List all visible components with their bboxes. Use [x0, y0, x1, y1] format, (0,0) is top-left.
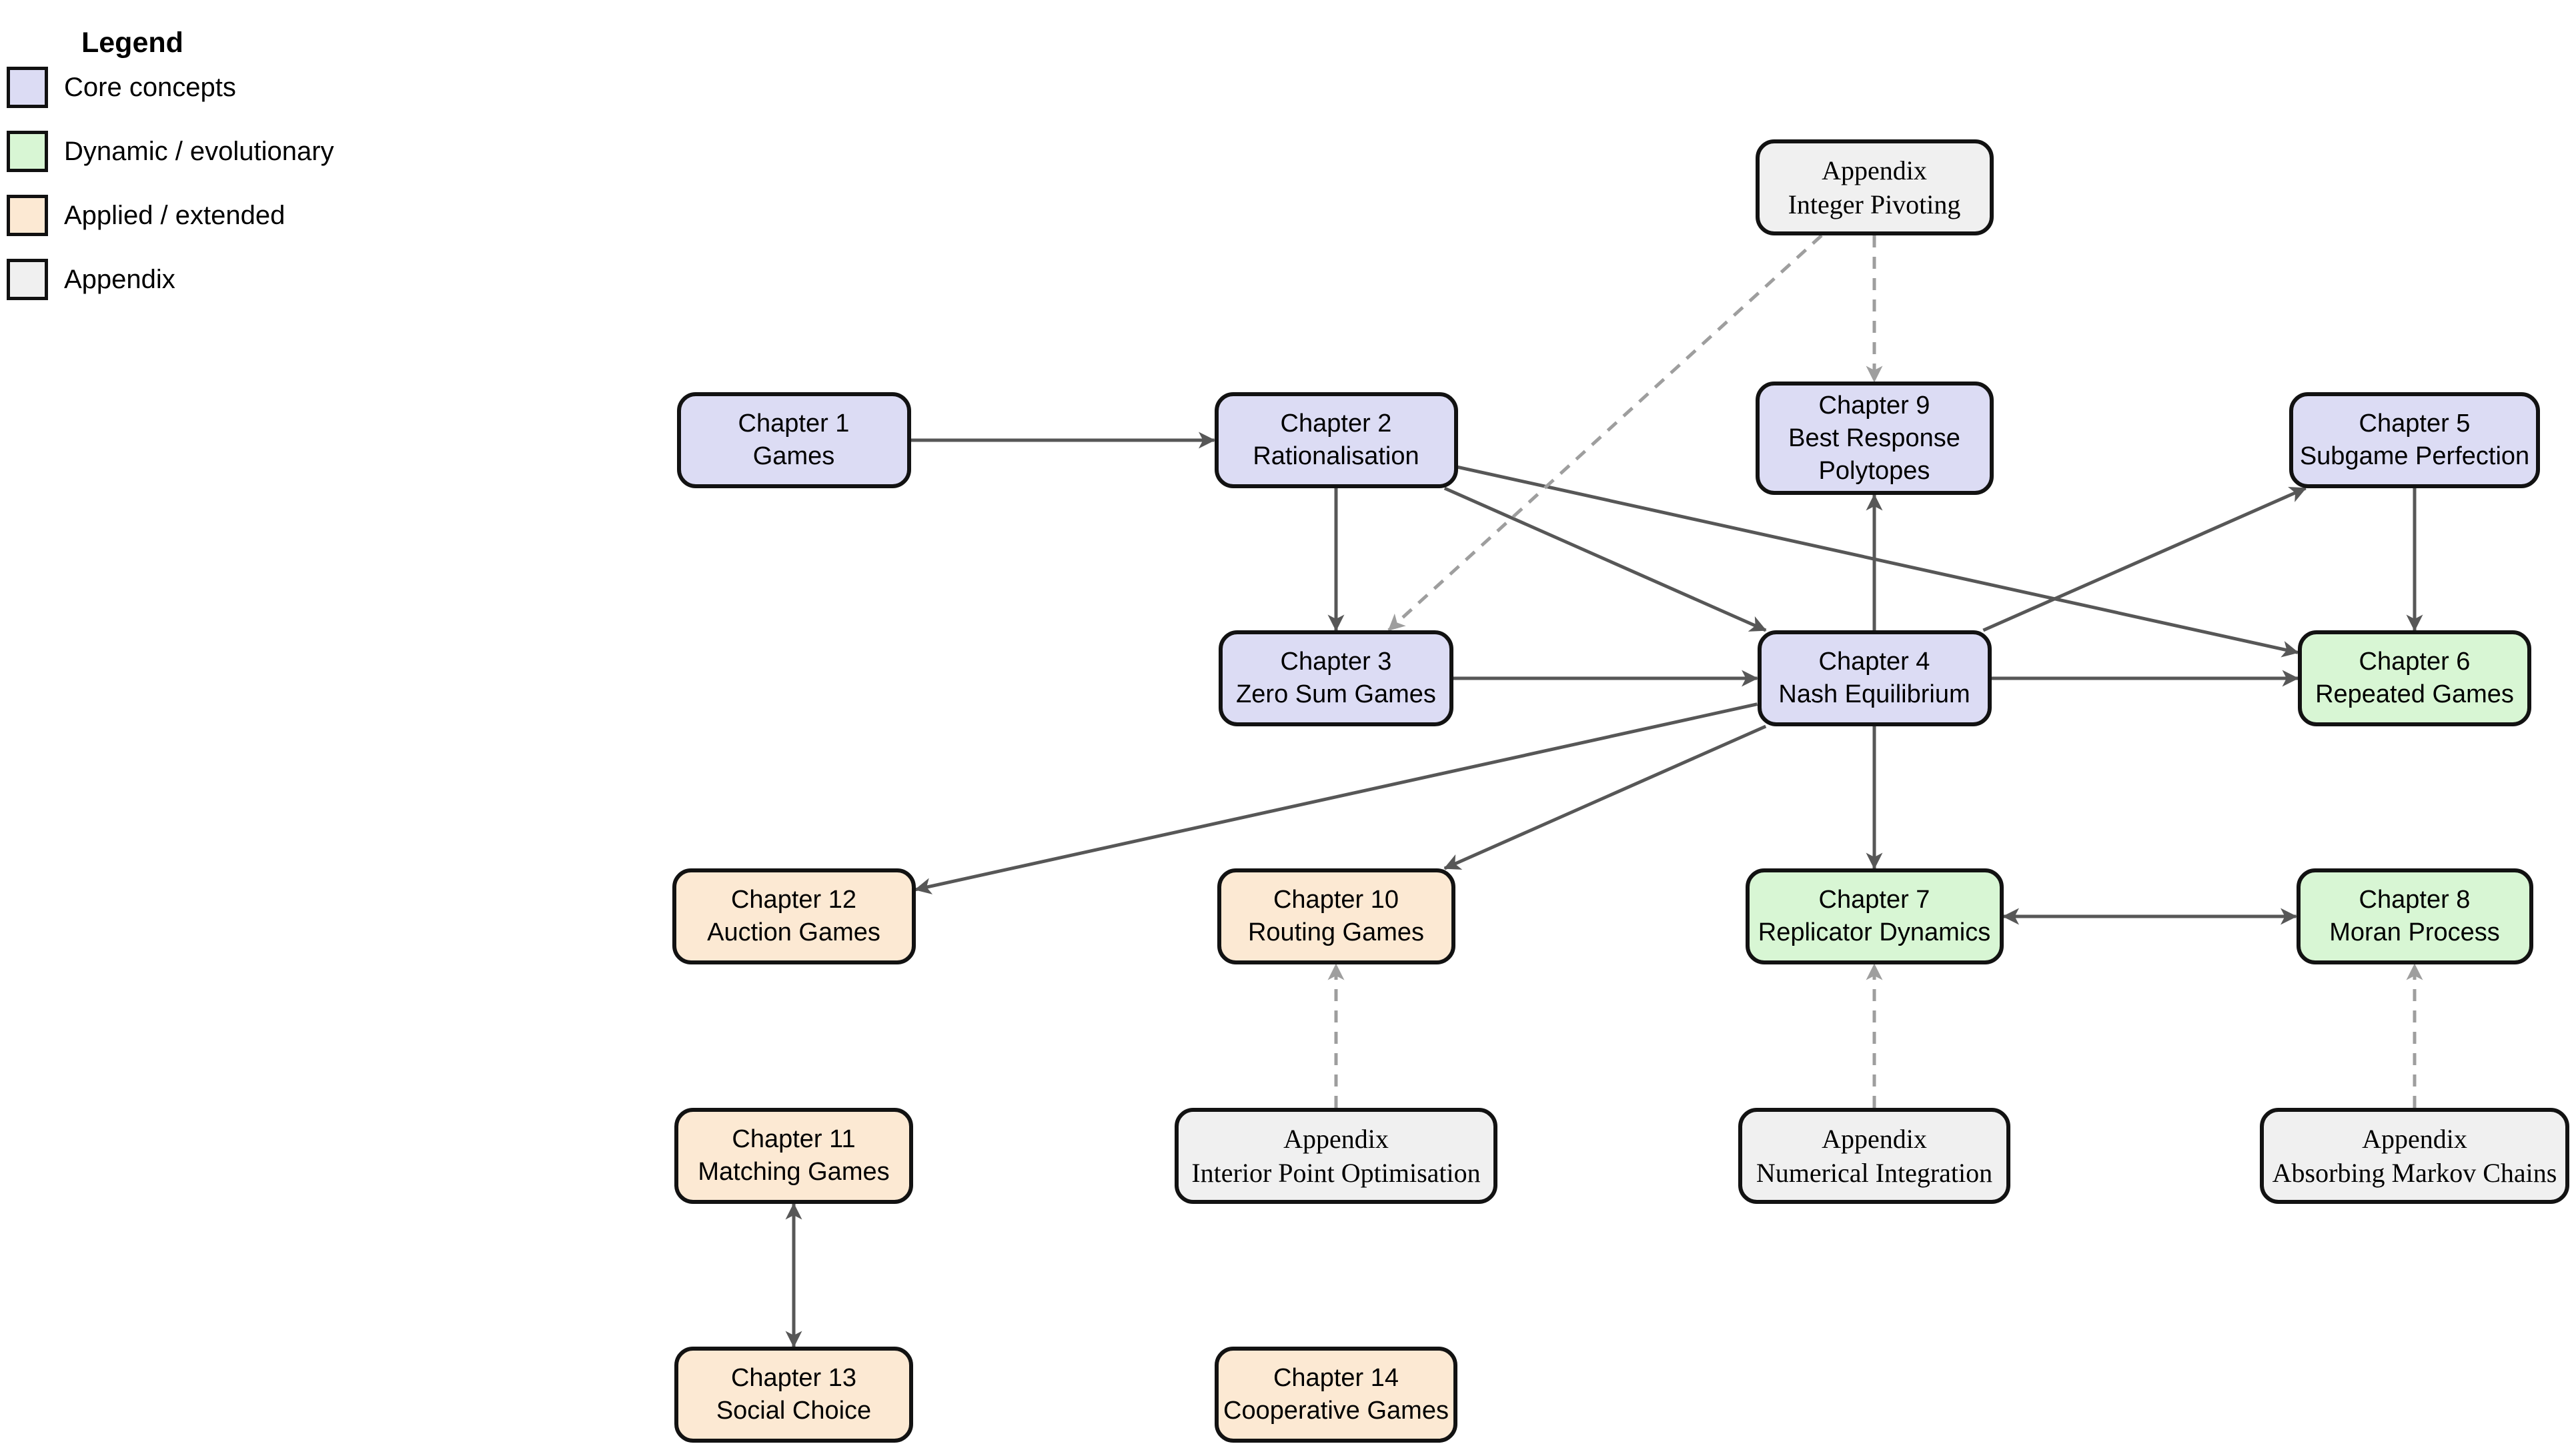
node-ch4-line: Chapter 4 [1818, 648, 1930, 676]
node-ch5-line: Subgame Perfection [2299, 442, 2530, 470]
node-ch12-line: Chapter 12 [730, 886, 856, 914]
legend-item-label: Core concepts [64, 72, 236, 102]
node-ch13-line: Chapter 13 [730, 1364, 856, 1392]
node-a1-line: Integer Pivoting [1788, 189, 1961, 219]
node-ch7-line: Replicator Dynamics [1758, 918, 1991, 946]
node-ch2-line: Chapter 2 [1280, 410, 1392, 438]
node-ch5: Chapter 5 Subgame Perfection [2289, 392, 2540, 488]
node-ch6-line: Chapter 6 [2359, 648, 2471, 676]
legend-swatch-dynamic [7, 131, 48, 172]
edge-ch2-ch4 [1443, 486, 1767, 632]
node-ch12-line: Auction Games [707, 918, 880, 946]
node-ch12: Chapter 12 Auction Games [672, 868, 916, 964]
node-ch6: Chapter 6 Repeated Games [2298, 630, 2531, 726]
node-a1-line: Appendix [1822, 155, 1927, 185]
node-ch2-line: Rationalisation [1253, 442, 1419, 470]
node-a4-line: Absorbing Markov Chains [2272, 1158, 2557, 1188]
node-ch1: Chapter 1 Games [676, 392, 911, 488]
node-ch1-line: Games [752, 442, 835, 470]
node-ch7-line: Chapter 7 [1818, 886, 1930, 914]
node-a4-line: Appendix [2362, 1124, 2467, 1154]
node-ch10-line: Chapter 10 [1273, 886, 1399, 914]
node-ch4: Chapter 4 Nash Equilibrium [1757, 630, 1992, 726]
node-ch9-line: Best Response [1788, 424, 1960, 452]
node-ch7: Chapter 7 Replicator Dynamics [1745, 868, 2004, 964]
node-ch5-line: Chapter 5 [2359, 410, 2471, 438]
legend-item-label: Appendix [64, 264, 175, 294]
edge-ch4-ch12 [914, 702, 1758, 894]
legend-item-core: Core concepts [7, 67, 334, 108]
node-a2-line: Appendix [1283, 1124, 1389, 1154]
node-ch9-line: Polytopes [1818, 456, 1930, 485]
legend-item-applied: Applied / extended [7, 195, 334, 236]
node-ch11: Chapter 11 Matching Games [674, 1108, 913, 1204]
node-ch14: Chapter 14 Cooperative Games [1215, 1347, 1457, 1443]
node-ch3-line: Zero Sum Games [1236, 680, 1436, 708]
legend-title: Legend [81, 27, 183, 59]
node-ch14-line: Cooperative Games [1223, 1397, 1449, 1425]
node-ch8-line: Moran Process [2329, 918, 2500, 946]
edge-ch4-ch5 [1982, 486, 2307, 632]
legend-swatch-appendix [7, 259, 48, 300]
node-ch4-line: Nash Equilibrium [1778, 680, 1970, 708]
node-ch14-line: Chapter 14 [1273, 1364, 1399, 1392]
node-ch8-line: Chapter 8 [2359, 886, 2471, 914]
legend-item-label: Applied / extended [64, 200, 285, 230]
node-ch11-line: Chapter 11 [732, 1125, 856, 1153]
node-ch2: Chapter 2 Rationalisation [1214, 392, 1458, 488]
node-ch9-line: Chapter 9 [1818, 391, 1930, 420]
node-ch13: Chapter 13 Social Choice [674, 1347, 913, 1443]
legend-item-dynamic: Dynamic / evolutionary [7, 131, 334, 172]
node-ch3-line: Chapter 3 [1280, 648, 1392, 676]
legend-swatch-core [7, 67, 48, 108]
node-ch1-line: Chapter 1 [738, 410, 850, 438]
edge-ch4-ch10 [1443, 724, 1767, 870]
legend-item-label: Dynamic / evolutionary [64, 136, 334, 166]
node-a3-line: Numerical Integration [1756, 1158, 1993, 1188]
node-ch13-line: Social Choice [716, 1397, 872, 1425]
node-ch3: Chapter 3 Zero Sum Games [1219, 630, 1453, 726]
node-ch10: Chapter 10 Routing Games [1217, 868, 1455, 964]
legend-item-appendix: Appendix [7, 259, 334, 300]
node-ch8: Chapter 8 Moran Process [2296, 868, 2533, 964]
node-ch6-line: Repeated Games [2315, 680, 2514, 708]
node-ch10-line: Routing Games [1247, 918, 1424, 946]
node-a3-line: Appendix [1822, 1124, 1927, 1154]
legend-swatch-applied [7, 195, 48, 236]
node-a2-line: Interior Point Optimisation [1191, 1158, 1481, 1188]
edge-ch2-ch6 [1457, 465, 2299, 658]
node-ch11-line: Matching Games [698, 1158, 890, 1186]
